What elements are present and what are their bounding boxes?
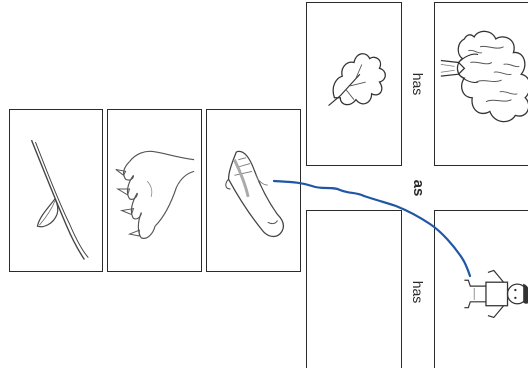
connector-word: as xyxy=(406,172,430,204)
analogy-card-person xyxy=(434,210,528,368)
analogy-card-tree xyxy=(434,2,528,166)
relation-word-bottom: has xyxy=(406,276,430,308)
answer-drop-slot[interactable] xyxy=(306,210,402,368)
leaf-icon xyxy=(307,3,401,165)
animal-paw-claws-icon xyxy=(108,110,201,271)
choice-card-stem-leaf[interactable] xyxy=(9,109,103,272)
plant-stem-leaf-icon xyxy=(10,110,102,271)
human-finger-icon xyxy=(207,110,300,271)
analogy-card-leaf xyxy=(306,2,402,166)
choice-card-paw[interactable] xyxy=(107,109,202,272)
tree-icon xyxy=(435,3,528,165)
choice-card-finger[interactable] xyxy=(206,109,301,272)
person-icon xyxy=(435,211,528,368)
relation-word-top: has xyxy=(406,68,430,100)
